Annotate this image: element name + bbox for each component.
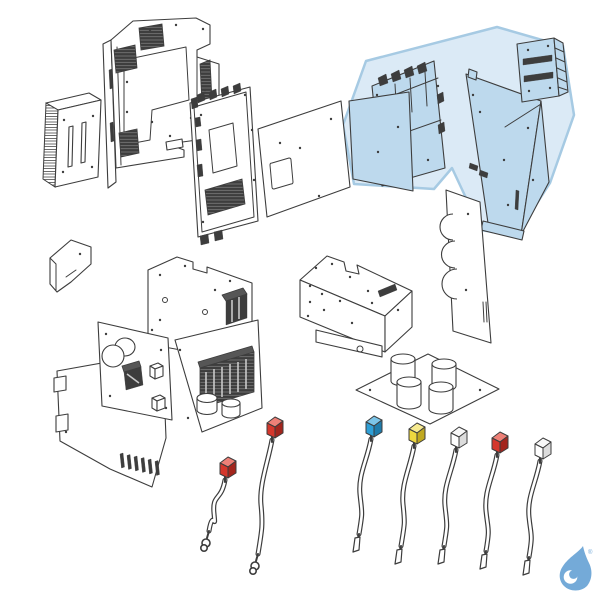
part-corner-bracket[interactable] [49,239,92,293]
cable-red-connector-1[interactable] [200,456,237,552]
cable-white-connector-7[interactable] [522,437,552,576]
part-flat-panel-highlighted[interactable] [348,91,414,192]
cable-yellow-connector-4[interactable] [394,422,426,565]
cable-blue-connector-3[interactable] [352,415,383,553]
brand-water-drop-logo: ® [559,546,593,591]
cable-red-connector-2[interactable] [249,416,284,575]
part-side-panel-highlighted[interactable] [465,68,550,241]
cable-white-connector-5[interactable] [437,426,468,565]
part-cable-guide-panel[interactable] [439,189,492,344]
registered-trademark: ® [588,549,593,556]
part-slotted-bracket-highlighted[interactable] [516,37,569,103]
part-capacitor-pcb[interactable] [355,353,500,425]
part-heatsink[interactable] [42,92,102,188]
cable-red-connector-6[interactable] [479,431,509,570]
part-cover-plate[interactable] [257,100,351,218]
part-enclosure-box[interactable] [299,255,413,358]
part-control-pcb-assembly[interactable] [189,82,259,246]
part-capacitor-board[interactable] [97,321,173,421]
part-terminal-board[interactable] [174,319,263,433]
cables-layer [200,415,552,576]
